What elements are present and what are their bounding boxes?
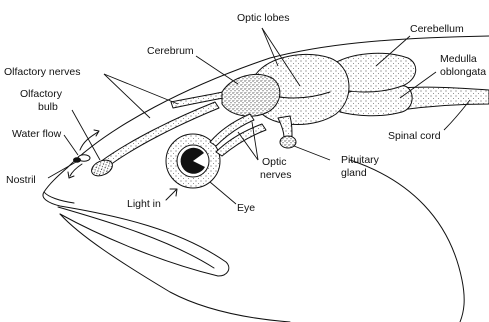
spinal-cord: [400, 87, 489, 110]
label-spinal-cord: Spinal cord: [388, 130, 441, 142]
label-water-flow: Water flow: [12, 128, 62, 140]
light-in-arrow: [166, 189, 177, 200]
label-olfactory-bulb-line1: Olfactory: [20, 88, 63, 100]
label-eye: Eye: [237, 202, 255, 214]
label-optic-lobes: Optic lobes: [237, 12, 290, 24]
label-olfactory-bulb-line2: bulb: [38, 101, 58, 113]
label-cerebellum: Cerebellum: [410, 23, 464, 35]
label-pituitary-line1: Pituitary: [341, 154, 380, 166]
label-cerebrum: Cerebrum: [147, 45, 194, 57]
leader-lines: [48, 28, 470, 204]
label-medulla-line1: Medulla: [440, 53, 477, 65]
label-medulla-line2: oblongata: [440, 66, 486, 78]
label-optic-nerves-line1: Optic: [262, 156, 287, 168]
optic-nerves-shape: [210, 114, 266, 156]
label-nostril: Nostril: [6, 174, 36, 186]
cerebrum-shape: [222, 74, 280, 116]
label-light-in: Light in: [127, 198, 161, 210]
label-pituitary-line2: gland: [341, 167, 367, 179]
nostril-shape: [74, 155, 91, 162]
label-olfactory-nerves: Olfactory nerves: [4, 66, 80, 78]
label-optic-nerves-line2: nerves: [260, 169, 292, 181]
